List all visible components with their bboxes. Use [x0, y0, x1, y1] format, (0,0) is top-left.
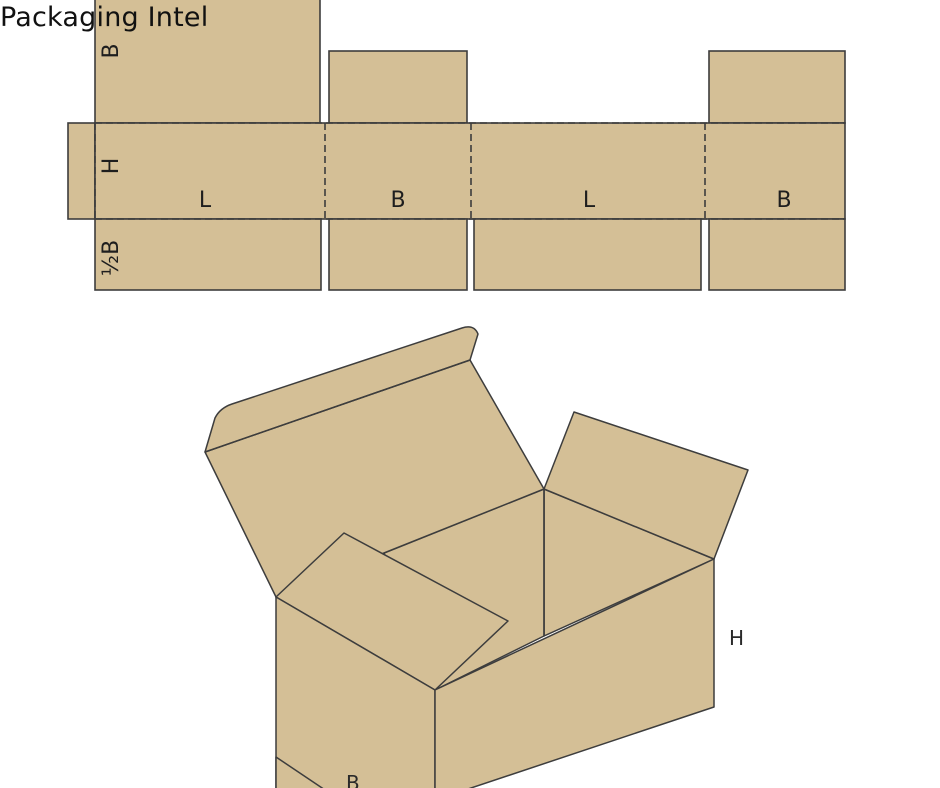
label-flap-b: B [99, 43, 124, 58]
top-flap-4 [708, 50, 846, 124]
label-3d-height: H [729, 626, 744, 650]
back-flap-crease [204, 359, 471, 453]
box-3d: H B [204, 326, 749, 788]
side-face [275, 596, 436, 788]
label-3d-width: B [346, 771, 360, 788]
panel-label-3: L [583, 188, 596, 213]
front-face [434, 558, 715, 788]
right-flap [543, 411, 749, 560]
bottom-flap-4 [708, 218, 846, 291]
top-flap-1 [94, 0, 321, 124]
bottom-flap-hint [275, 756, 324, 788]
panel-label-2: B [390, 188, 405, 213]
bottom-flap-2 [328, 218, 468, 291]
label-half-b: ½B [99, 240, 124, 276]
panel-label-1: L [199, 188, 212, 213]
glue-tab [67, 122, 96, 220]
label-height: H [99, 158, 124, 175]
body-panels [94, 122, 846, 220]
brand-watermark: Packaging Intel [0, 2, 209, 33]
bottom-flap-1 [94, 218, 322, 291]
back-flap-tuck [204, 326, 479, 453]
top-flap-2 [328, 50, 468, 124]
bottom-flap-3 [473, 218, 702, 291]
panel-label-4: B [776, 188, 791, 213]
dieline: B H ½B L B L B [67, 0, 846, 291]
